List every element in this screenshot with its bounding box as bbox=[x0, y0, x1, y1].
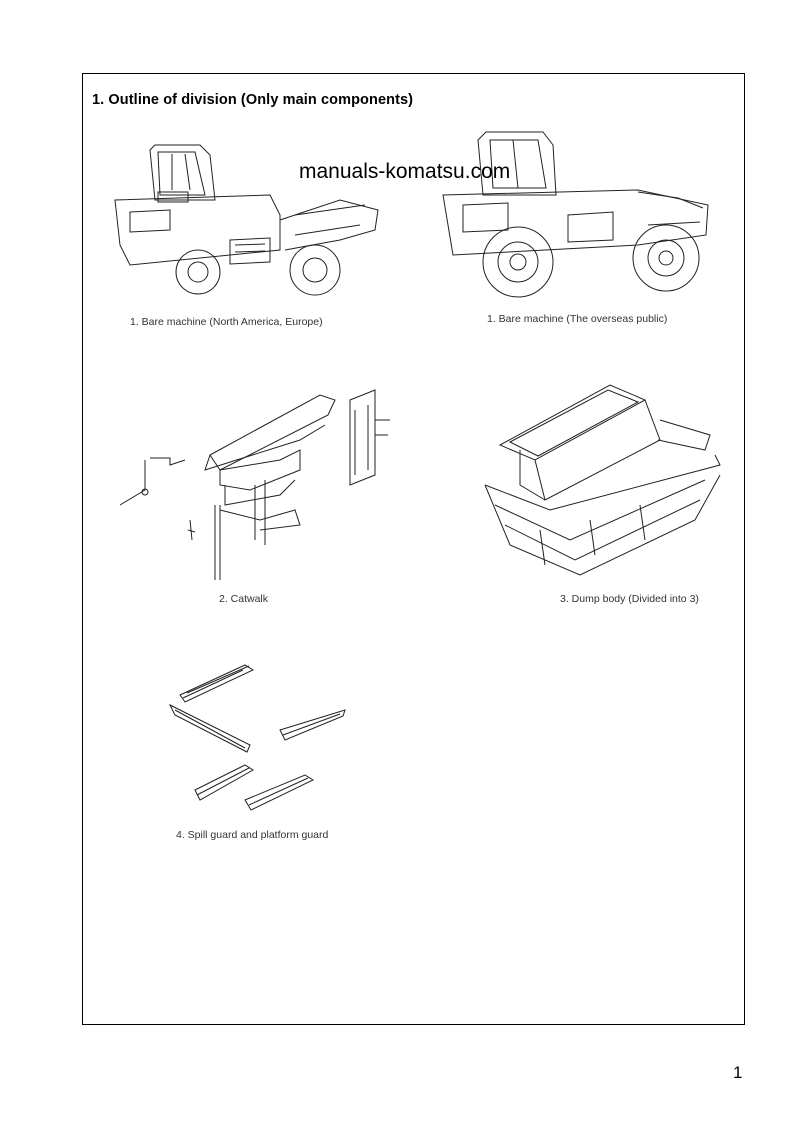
watermark-text: manuals-komatsu.com bbox=[299, 160, 511, 183]
catwalk-illustration bbox=[110, 380, 405, 585]
figure-caption: 4. Spill guard and platform guard bbox=[176, 829, 329, 841]
figure-caption: 2. Catwalk bbox=[219, 593, 269, 605]
bare-machine-na-eu-illustration bbox=[110, 140, 385, 300]
figure-caption: 1. Bare machine (The overseas public) bbox=[487, 313, 668, 325]
figure-caption: 1. Bare machine (North America, Europe) bbox=[130, 316, 323, 328]
spill-guard-illustration bbox=[165, 660, 355, 820]
page-number: 1 bbox=[733, 1063, 743, 1082]
bare-machine-overseas-illustration bbox=[438, 130, 718, 300]
figure-caption: 3. Dump body (Divided into 3) bbox=[560, 593, 699, 605]
dump-body-illustration bbox=[480, 380, 725, 585]
page-frame bbox=[82, 73, 745, 1025]
section-heading: 1. Outline of division (Only main compon… bbox=[92, 92, 414, 108]
